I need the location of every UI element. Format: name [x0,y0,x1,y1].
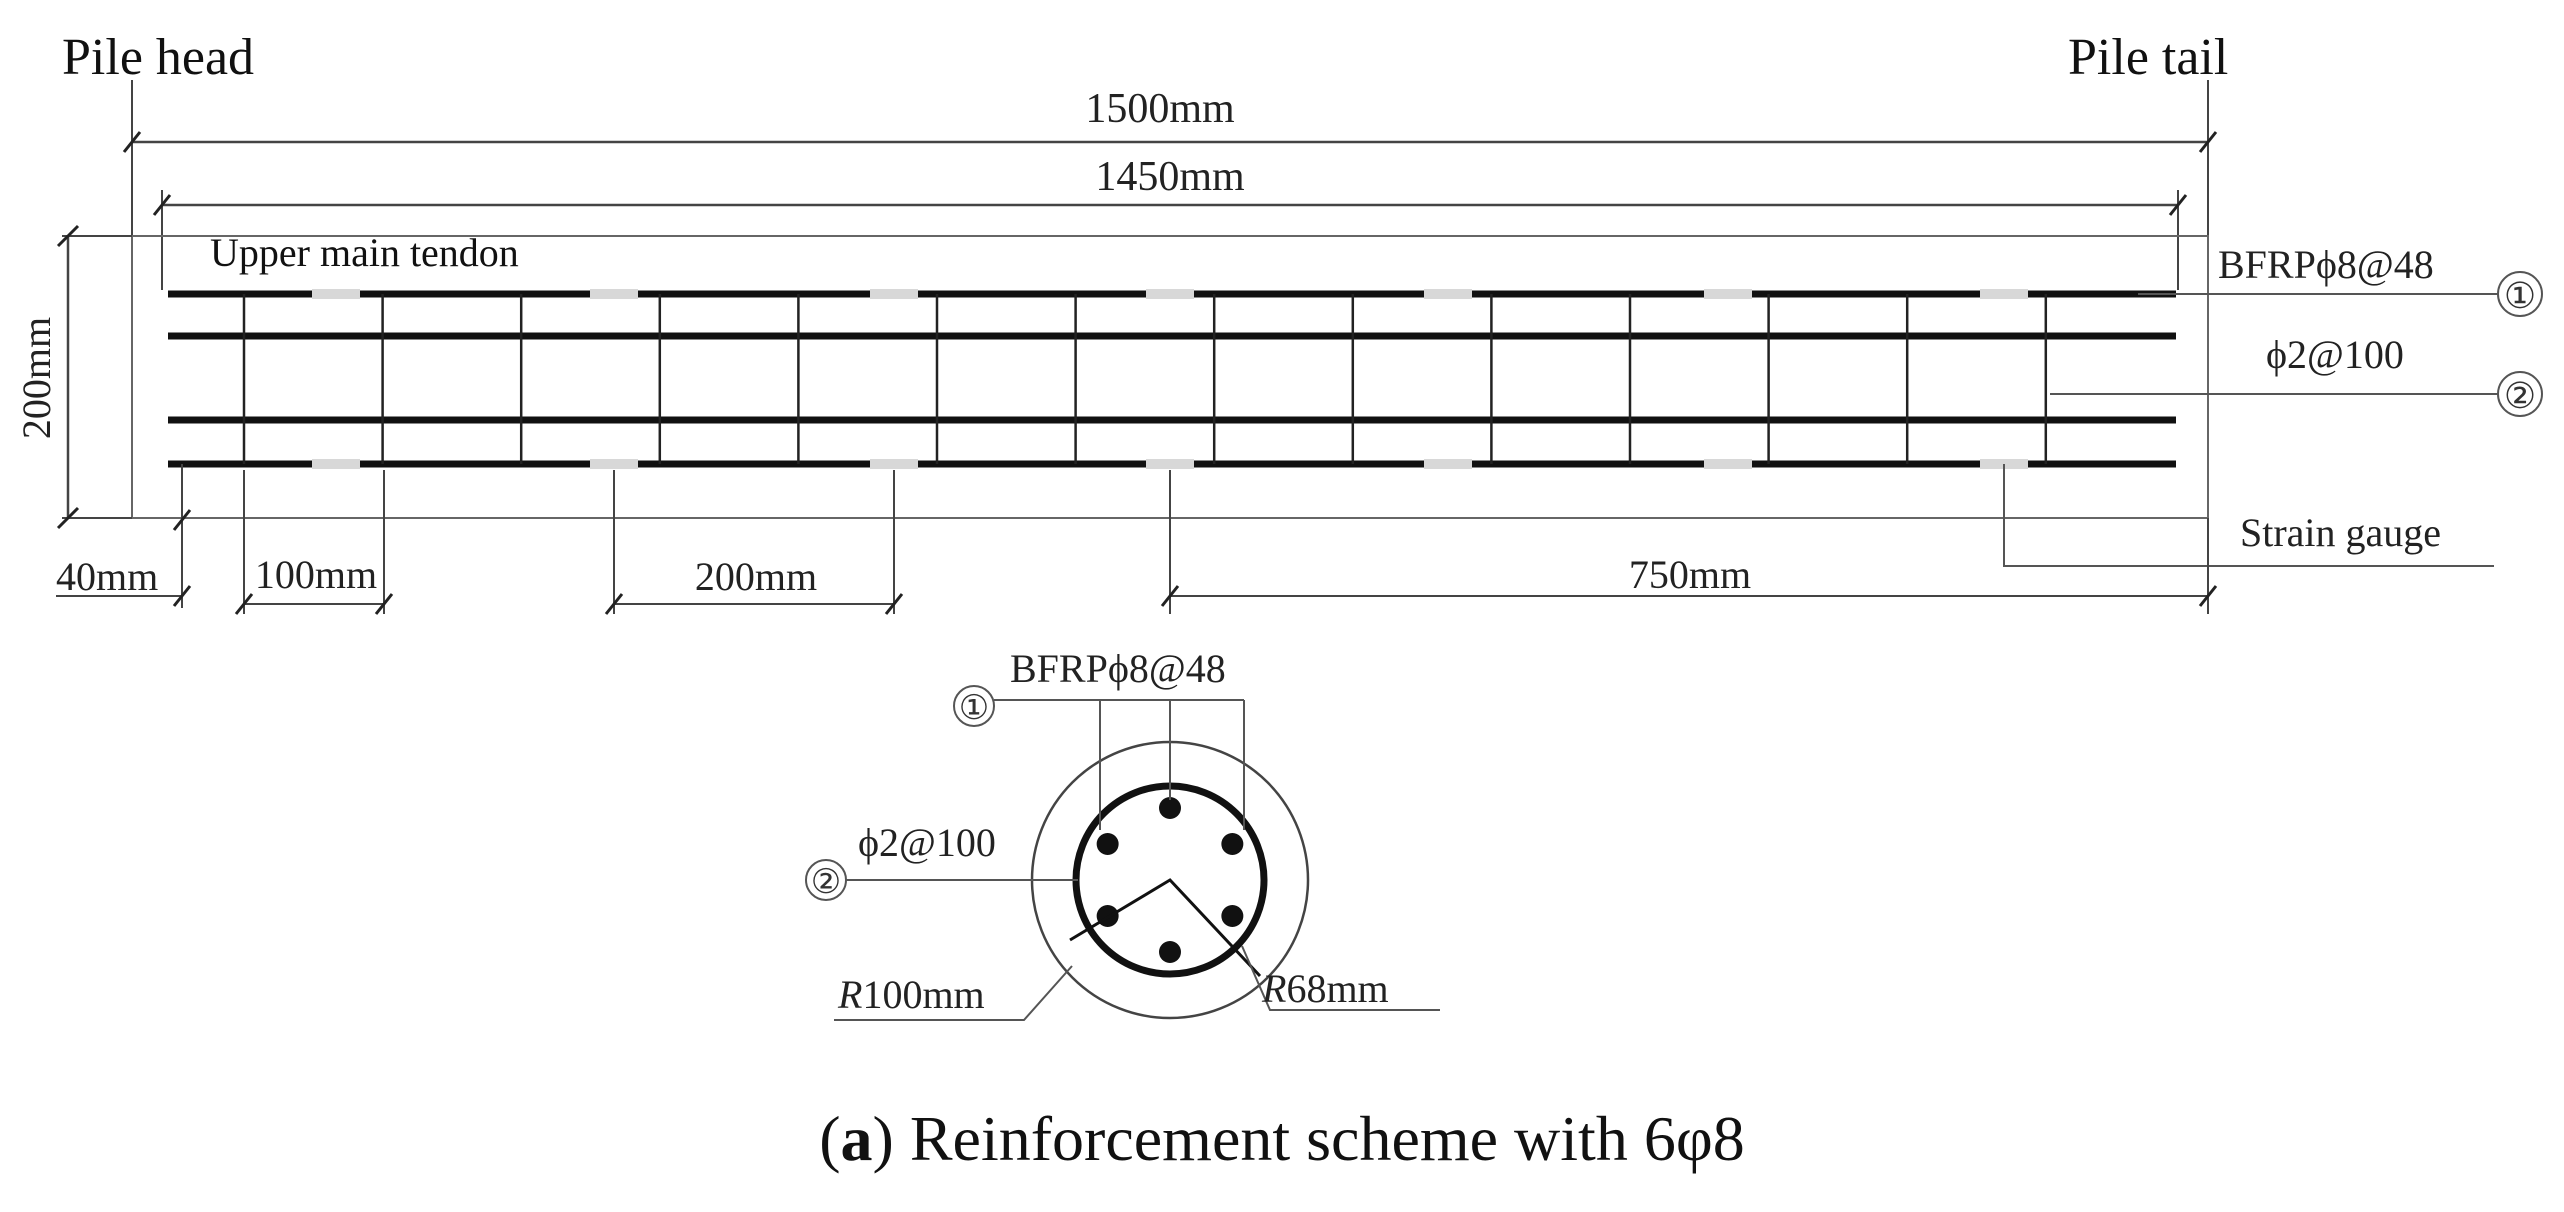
callout-1-section-number: ① [959,690,989,727]
callout-2-side-text: ϕ2@100 [2266,332,2404,377]
dim-stirrup-spacing-text: 100mm [255,552,377,597]
strain-gauge [1424,289,1472,299]
dim-total-length: 1500mm [122,80,2218,240]
rebar-cage [168,289,2176,469]
strain-gauge [870,459,918,469]
callout-2-side-number: ② [2504,376,2536,416]
figure-caption: (a) Reinforcement scheme with 6φ8 [819,1103,1745,1174]
callout-2-side: ϕ2@100 ② [2050,332,2543,417]
strain-gauge [1704,289,1752,299]
callout-1-section: ① BFRPϕ8@48 [953,646,1245,830]
dim-rebar-length: 1450mm [152,154,2188,290]
pile-head-label: Pile head [62,29,254,86]
section-bar [1221,833,1244,855]
stirrups [242,294,2048,464]
callout-1-section-text: BFRPϕ8@48 [1010,646,1226,691]
section-bar [1159,941,1181,963]
outer-radius-text: R100mm [837,972,985,1017]
strain-gauge [1704,459,1752,469]
dim-half-length: 750mm [1160,470,2218,614]
inner-radius-label: R68mm [1241,945,1440,1011]
dim-height: 200mm [14,224,132,530]
strain-gauge [590,459,638,469]
strain-gauge [1980,289,2028,299]
pile-tail-label: Pile tail [2068,29,2228,86]
callout-1-side-number: ① [2504,276,2536,316]
callout-2-section-number: ② [811,864,841,901]
strain-gauge [1146,459,1194,469]
callout-2-section: ϕ2@100 ② [805,820,1078,901]
section-radius-lines [1069,878,1262,978]
strain-gauge [312,289,360,299]
strain-gauge-callout: Strain gauge [2003,464,2494,567]
callout-1-side-text: BFRPϕ8@48 [2218,242,2434,287]
dim-cover-text: 40mm [56,554,158,599]
upper-main-tendon-label: Upper main tendon [210,230,519,275]
dim-half-length-text: 750mm [1629,552,1751,597]
strain-gauges-top [312,289,2028,299]
dim-rebar-length-text: 1450mm [1095,154,1245,200]
dim-total-length-text: 1500mm [1085,86,1235,132]
callout-2-section-text: ϕ2@100 [858,820,996,865]
section-bar [1096,833,1119,855]
dim-gauge-spacing: 200mm [604,470,904,615]
outer-radius-label: R100mm [834,965,1073,1021]
section-bar [1159,797,1181,819]
strain-gauge [590,289,638,299]
strain-gauge [870,289,918,299]
callout-1-side: BFRPϕ8@48 ① [2138,242,2543,317]
strain-gauge [1424,459,1472,469]
strain-gauge [1146,289,1194,299]
dim-stirrup-spacing: 100mm [234,470,394,615]
section-bars [1096,797,1244,963]
cross-section: ① BFRPϕ8@48 ϕ2@100 ② R100mm R68mm [805,646,1440,1021]
dim-cover: 40mm [56,464,192,608]
dim-height-text: 200mm [14,317,59,439]
strain-gauge-label: Strain gauge [2240,510,2441,555]
strain-gauge [312,459,360,469]
dim-gauge-spacing-text: 200mm [695,554,817,599]
section-bar [1221,905,1244,927]
inner-radius-text: R68mm [1261,966,1389,1011]
